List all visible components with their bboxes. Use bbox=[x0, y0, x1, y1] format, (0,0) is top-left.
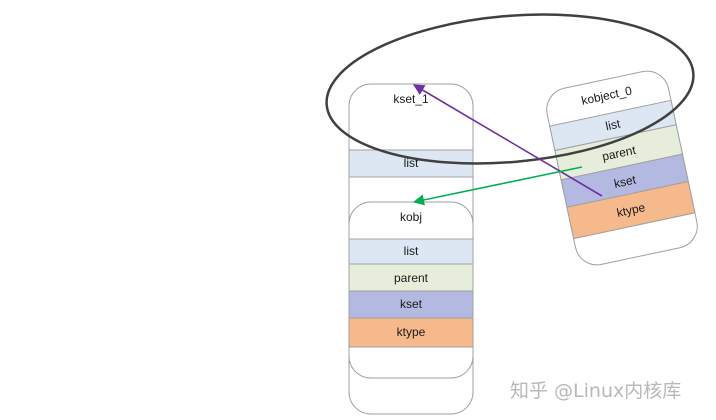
kset-grouping-ellipse bbox=[325, 13, 695, 165]
kobj-ktype-field bbox=[348, 317, 474, 348]
watermark: 知乎 @Linux内核库 bbox=[510, 380, 682, 402]
kobj-ktype-label: ktype bbox=[397, 325, 426, 339]
kobject-0-box: kobject_0 list parent kset ktype bbox=[546, 70, 698, 266]
kobj-box: kobj list parent kset ktype bbox=[348, 201, 474, 379]
kobj-list-field bbox=[348, 238, 474, 265]
kobj-list-label: list bbox=[404, 244, 419, 258]
kobject-0-list-label: list bbox=[604, 116, 622, 133]
kobject-0-kset-label: kset bbox=[613, 172, 638, 190]
kobj-kset-label: kset bbox=[400, 297, 423, 311]
kset-pointer-arrow bbox=[413, 84, 603, 197]
kobject-0-ktype-field bbox=[566, 180, 696, 240]
kset-1-title: kset_1 bbox=[393, 92, 429, 106]
kobject-0-ktype-label: ktype bbox=[615, 200, 646, 220]
kobj-title: kobj bbox=[400, 210, 422, 224]
kobj-parent-field bbox=[348, 263, 474, 292]
kobj-parent-label: parent bbox=[394, 271, 429, 285]
parent-pointer-arrow bbox=[412, 166, 583, 206]
kobj-kset-field bbox=[348, 290, 474, 319]
